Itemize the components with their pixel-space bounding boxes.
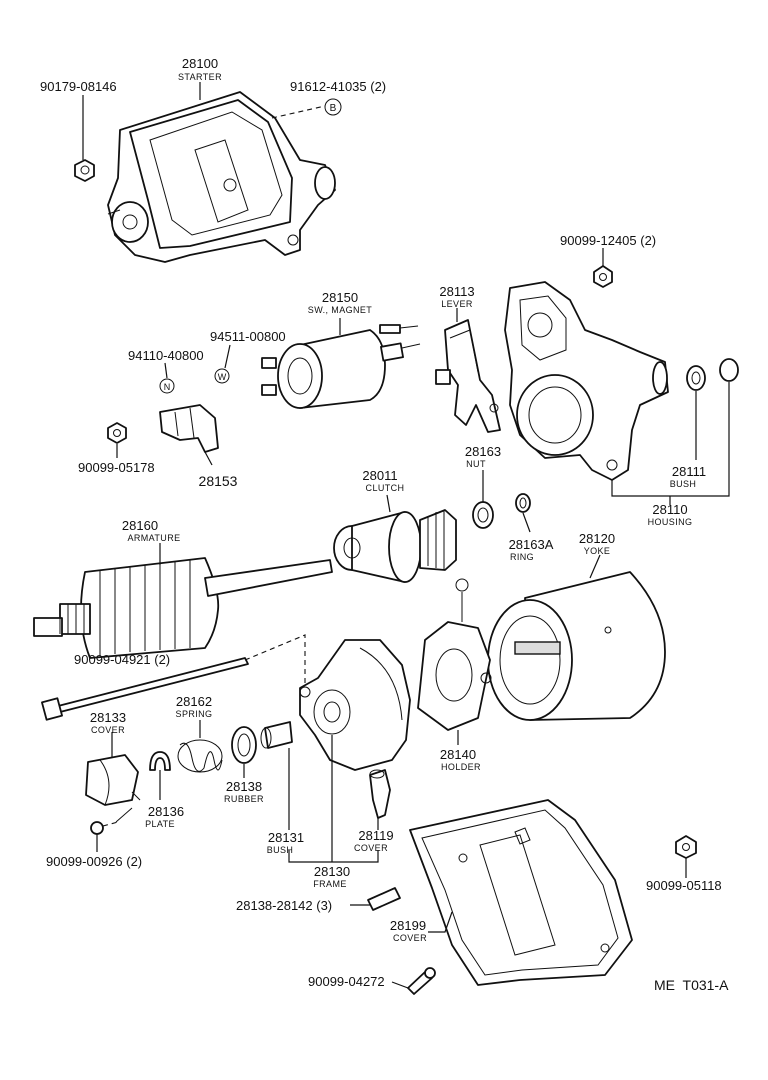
label-28140: 28140 [440, 747, 476, 762]
nut-90099-12405 [593, 265, 613, 288]
starter-assembly-28100 [107, 91, 336, 263]
label-28120-name: YOKE [584, 546, 611, 556]
label-28119-name: COVER [354, 843, 388, 853]
diagram-code: ME T031-A [654, 977, 729, 993]
label-28111-name: BUSH [670, 479, 697, 489]
label-28120: 28120 [579, 531, 615, 546]
label-94110-40800: 94110-40800 [128, 348, 204, 363]
svg-text:B: B [330, 103, 337, 114]
label-28131: 28131 [268, 830, 304, 845]
label-28162: 28162 [176, 694, 212, 709]
label-28113-name: LEVER [441, 299, 473, 309]
ring-28163a [515, 493, 531, 513]
label-28162-name: SPRING [176, 709, 213, 719]
terminal-28153 [159, 404, 219, 453]
label-90099-05118: 90099-05118 [646, 878, 722, 893]
label-28150-name: SW., MAGNET [308, 305, 373, 315]
cap-28110 [719, 358, 739, 382]
cover-28199 [409, 799, 633, 986]
label-28138: 28138 [226, 779, 262, 794]
label-28130: 28130 [314, 864, 350, 879]
label-28133-name: COVER [91, 725, 125, 735]
callout-b: B [271, 98, 342, 119]
part-labels: 90179-08146 28100 STARTER 91612-41035 (2… [40, 56, 729, 993]
label-28163: 28163 [465, 444, 501, 459]
cover-28133 [85, 754, 141, 823]
label-28100-name: STARTER [178, 72, 222, 82]
label-90099-05178: 90099-05178 [78, 460, 155, 475]
bolt-90099-04272 [407, 967, 436, 995]
svg-text:N: N [164, 382, 171, 392]
holder-28140 [417, 578, 492, 731]
label-28163a: 28163A [509, 537, 554, 552]
armature-28160 [33, 557, 333, 659]
yoke-28120 [487, 571, 666, 721]
rubber-28138 [231, 726, 257, 764]
label-28119: 28119 [358, 828, 393, 843]
label-90099-12405: 90099-12405 (2) [560, 233, 656, 248]
label-28163a-name: RING [510, 552, 534, 562]
label-28011: 28011 [362, 468, 397, 483]
clutch-28011 [333, 509, 457, 583]
nut-90179-08146 [74, 159, 95, 182]
svg-text:W: W [218, 372, 227, 382]
plate-28136 [149, 751, 171, 771]
bush-28111 [686, 365, 706, 391]
label-28011-name: CLUTCH [366, 483, 405, 493]
label-91612-41035: 91612-41035 (2) [290, 79, 386, 94]
label-90099-04272: 90099-04272 [308, 974, 385, 989]
frame-28130 [299, 639, 411, 771]
nut-90099-05118 [675, 835, 697, 859]
label-28110-name: HOUSING [648, 517, 693, 527]
callout-w: W [214, 368, 230, 384]
label-28136: 28136 [148, 804, 184, 819]
label-28111: 28111 [672, 464, 706, 479]
leader-lines [82, 82, 730, 989]
label-28199-name: COVER [393, 933, 427, 943]
magnet-switch-28150 [261, 324, 421, 409]
label-28131-name: BUSH [267, 845, 294, 855]
label-28100: 28100 [182, 56, 218, 71]
label-90179-08146: 90179-08146 [40, 79, 117, 94]
shim-28138-28142 [367, 887, 401, 911]
label-28140-name: HOLDER [441, 762, 481, 772]
label-28110: 28110 [652, 502, 687, 517]
spring-28162 [177, 739, 223, 773]
label-94511-00800: 94511-00800 [210, 329, 286, 344]
label-28138-28142: 28138-28142 (3) [236, 898, 332, 913]
nut-28163 [472, 501, 494, 529]
label-28136-name: PLATE [145, 819, 175, 829]
bush-28131 [260, 721, 293, 749]
cover-28119 [369, 769, 391, 819]
label-90099-04921: 90099-04921 (2) [74, 652, 170, 667]
label-28133: 28133 [90, 710, 126, 725]
screw-90099-00926 [90, 821, 119, 835]
label-28113: 28113 [439, 284, 474, 299]
label-28153: 28153 [199, 473, 238, 489]
callout-n: N [159, 378, 175, 394]
label-28199: 28199 [390, 918, 426, 933]
label-28163-name: NUT [466, 459, 486, 469]
housing-28110 [504, 281, 669, 481]
label-28150: 28150 [322, 290, 358, 305]
label-28138-name: RUBBER [224, 794, 264, 804]
label-28160: 28160 [122, 518, 158, 533]
label-28130-name: FRAME [313, 879, 347, 889]
label-28160-name: ARMATURE [127, 533, 180, 543]
lever-28113 [435, 319, 501, 433]
through-bolt-90099-04921 [41, 634, 306, 721]
nut-90099-05178 [107, 422, 127, 444]
label-90099-00926: 90099-00926 (2) [46, 854, 142, 869]
